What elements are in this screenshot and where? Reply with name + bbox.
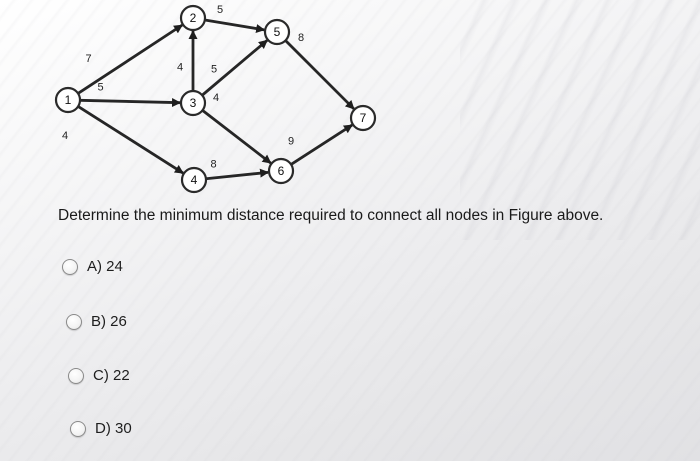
node-circle — [349, 104, 377, 132]
node-circle — [179, 89, 207, 117]
edge-weight-1-4: 4 — [62, 130, 68, 142]
node-circle — [267, 157, 295, 185]
option-c[interactable]: C) 22 — [68, 367, 130, 384]
radio-button[interactable] — [66, 313, 82, 330]
node-circle — [54, 86, 82, 114]
node-6: 6 — [267, 157, 295, 185]
node-3: 3 — [179, 89, 207, 117]
option-a[interactable]: A) 24 — [62, 258, 123, 275]
edge-3-5 — [201, 39, 268, 97]
node-label: 5 — [274, 25, 281, 39]
question-text: Determine the minimum distance required … — [58, 207, 604, 224]
option-b[interactable]: B) 26 — [66, 313, 127, 330]
node-label: 6 — [278, 164, 285, 178]
edge-3-6 — [201, 109, 272, 165]
node-1: 1 — [54, 86, 82, 114]
edge-weight-3-6: 4 — [213, 92, 219, 104]
edge-1-3 — [79, 97, 182, 107]
node-label: 2 — [190, 11, 197, 25]
option-label: C) 22 — [93, 367, 130, 384]
edge-weight-3-5: 5 — [211, 64, 217, 76]
node-circle — [179, 4, 207, 32]
node-label: 4 — [191, 173, 198, 187]
node-4: 4 — [180, 166, 208, 194]
edge-weight-2-5: 5 — [217, 4, 223, 16]
node-7: 7 — [349, 104, 377, 132]
edge-weight-5-7: 8 — [298, 32, 304, 44]
edge-1-4 — [77, 105, 184, 175]
option-label: B) 26 — [91, 313, 127, 330]
edge-5-7 — [284, 39, 355, 110]
edge-6-7 — [290, 123, 353, 166]
node-label: 7 — [360, 111, 367, 125]
option-d[interactable]: D) 30 — [70, 420, 132, 437]
option-label: D) 30 — [95, 420, 132, 437]
node-circle — [180, 166, 208, 194]
edge-2-5 — [204, 18, 266, 33]
edge-weight-1-2: 7 — [85, 53, 91, 65]
radio-button[interactable] — [68, 367, 84, 384]
node-label: 1 — [65, 93, 72, 107]
option-label: A) 24 — [87, 258, 123, 275]
edge-4-6 — [205, 168, 270, 181]
node-circle — [263, 18, 291, 46]
edge-weight-3-2: 4 — [177, 62, 183, 74]
radio-button[interactable] — [70, 420, 86, 437]
radio-button[interactable] — [62, 258, 78, 275]
node-5: 5 — [263, 18, 291, 46]
node-label: 3 — [190, 96, 197, 110]
node-2: 2 — [179, 4, 207, 32]
edge-weight-4-6: 8 — [210, 159, 216, 171]
edge-weight-6-7: 9 — [288, 136, 294, 148]
edge-1-2 — [77, 23, 183, 95]
edge-weight-1-3: 5 — [97, 82, 103, 94]
